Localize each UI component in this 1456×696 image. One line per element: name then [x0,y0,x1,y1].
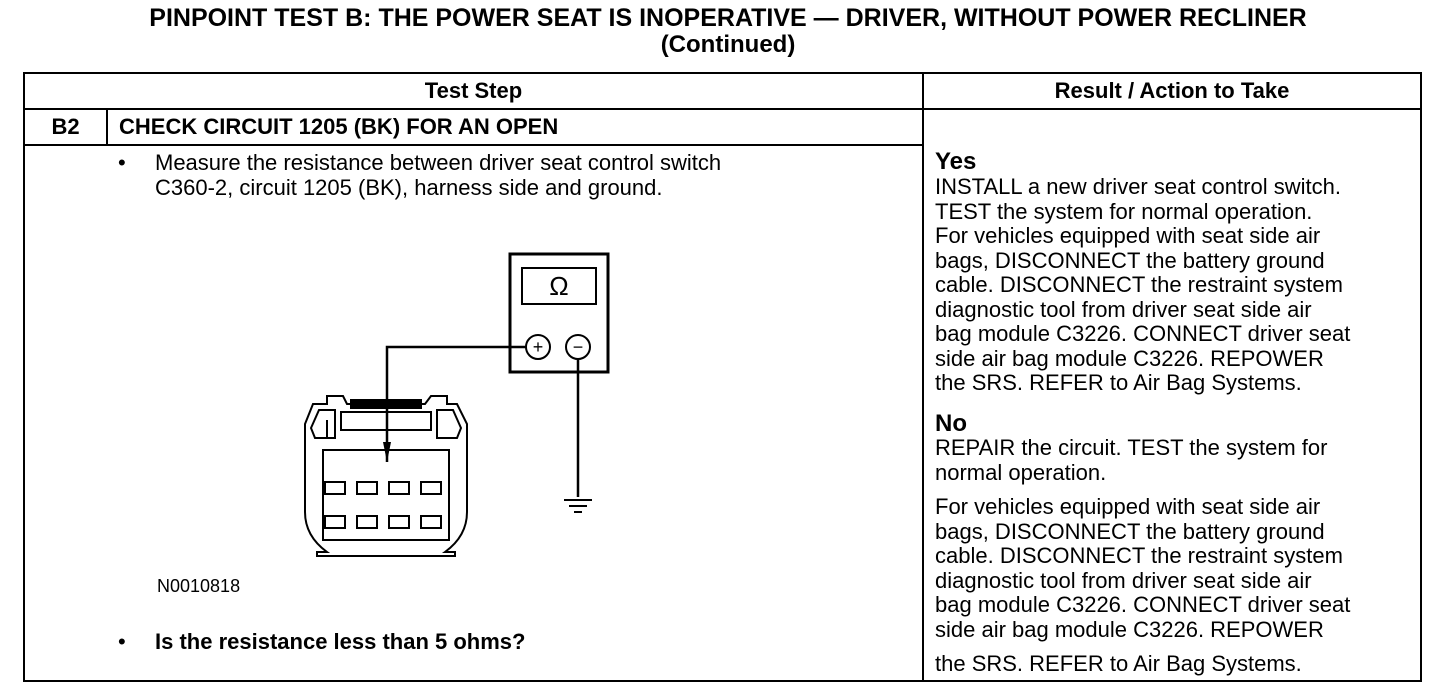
result-yes-label: Yes [935,148,977,175]
negative-symbol: − [573,337,584,357]
result-yes-text: INSTALL a new driver seat control switch… [935,174,1351,396]
bullet-marker: • [118,629,126,654]
result-line: cable. DISCONNECT the restraint system [935,272,1343,297]
result-line: For vehicles equipped with seat side air [935,494,1321,519]
result-line: the SRS. REFER to Air Bag Systems. [935,370,1302,395]
result-line: normal operation. [935,459,1107,485]
instruction-text: Measure the resistance between driver se… [155,150,721,200]
header-test-step: Test Step [424,78,523,103]
result-line: side air bag module C3226. REPOWER [935,345,1324,371]
result-line: side air bag module C3226. REPOWER [935,616,1324,642]
bullet-marker: • [118,150,126,175]
page-subtitle: (Continued) [660,31,796,58]
figure-id: N0010818 [157,576,241,596]
ohmmeter-display [521,267,597,305]
positive-symbol: + [533,337,544,357]
connector-c360-icon [304,395,468,557]
result-no-label: No [935,410,967,437]
result-line: INSTALL a new driver seat control switch… [935,174,1341,199]
result-line: cable. DISCONNECT the restraint system [935,543,1343,568]
result-line: the SRS. REFER to Air Bag Systems. [935,651,1302,676]
result-line: bag module C3226. CONNECT driver seat [935,592,1351,617]
instruction-line: C360-2, circuit 1205 (BK), harness side … [155,175,663,200]
result-line: bags, DISCONNECT the battery ground [935,518,1325,544]
step-title-divider [25,144,922,146]
header-result-action: Result / Action to Take [1054,78,1290,103]
result-line: diagnostic tool from driver seat side ai… [935,296,1312,322]
header-divider [25,108,1420,110]
ohm-symbol: Ω [549,271,568,301]
instruction-line: Measure the resistance between driver se… [155,150,722,175]
step-id-divider [106,108,108,144]
page-title: PINPOINT TEST B: THE POWER SEAT IS INOPE… [149,4,1307,32]
step-id: B2 [51,114,80,139]
result-no-text: REPAIR the circuit. TEST the system for … [935,435,1328,485]
probe-tip-icon [383,442,391,462]
result-line: diagnostic tool from driver seat side ai… [935,567,1312,593]
result-line: REPAIR the circuit. TEST the system for [935,435,1328,460]
result-line: For vehicles equipped with seat side air [935,223,1321,248]
ground-icon [564,499,592,513]
result-line: bag module C3226. CONNECT driver seat [935,321,1351,346]
result-no-airbag-text: For vehicles equipped with seat side air… [935,494,1351,642]
pinpoint-test-table: Test Step Result / Action to Take B2 CHE… [23,72,1422,682]
ohmmeter-connector-diagram: Ω + − [304,252,610,557]
step-title: CHECK CIRCUIT 1205 (BK) FOR AN OPEN [119,114,559,139]
question-text: Is the resistance less than 5 ohms? [155,629,526,654]
positive-lead [385,345,526,462]
column-divider [922,74,924,680]
result-line: TEST the system for normal operation. [935,198,1313,224]
result-line: bags, DISCONNECT the battery ground [935,247,1325,273]
